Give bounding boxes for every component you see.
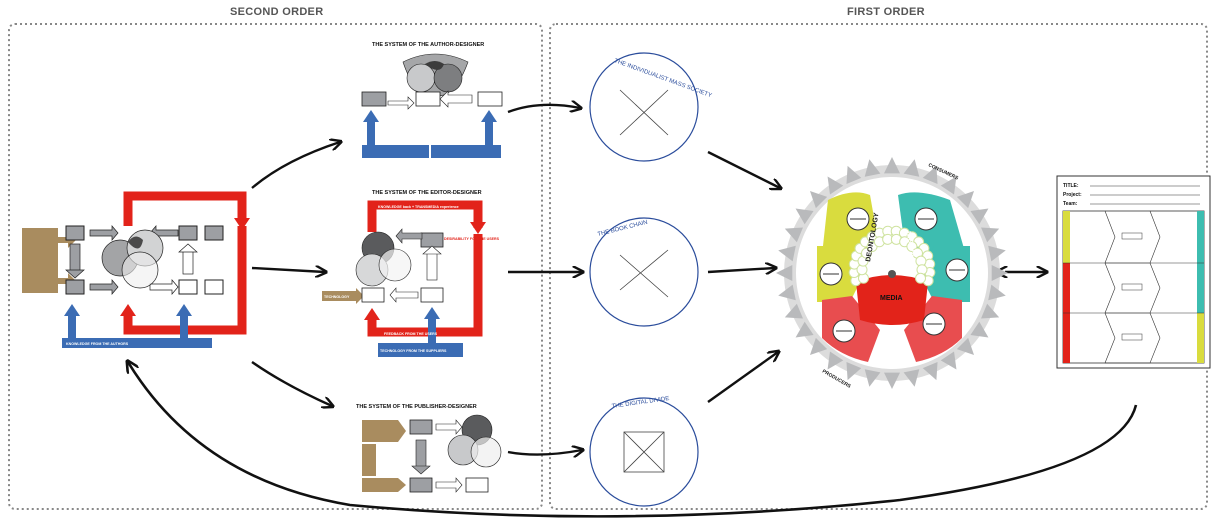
wheel-tooth — [988, 284, 1006, 301]
technology-label: TECHNOLOGY — [324, 295, 350, 299]
wheel-tooth — [846, 362, 862, 381]
form-team-label: Team: — [1063, 201, 1078, 207]
wheel-tooth — [809, 190, 828, 209]
wheel-tooth — [956, 190, 975, 209]
wheel-tooth — [922, 362, 938, 381]
second-order-heading: SECOND ORDER — [230, 6, 324, 18]
author-system-title: THE SYSTEM OF THE AUTHOR-DESIGNER — [372, 42, 485, 48]
first-order-arrows — [707, 150, 1046, 403]
wheel-tooth — [988, 245, 1006, 262]
wheel-tooth — [864, 159, 881, 177]
wheel-tooth — [940, 351, 957, 370]
wheel-tooth — [778, 245, 796, 262]
ecosystem-wheel — [776, 157, 1008, 389]
wheel-tooth — [784, 303, 803, 319]
return-arrow — [128, 362, 1138, 518]
main-system-diagram — [22, 191, 250, 348]
second-order-frame — [8, 23, 543, 510]
knowledge-back-label: KNOWLEDGE back + TRANSMEDIA experience — [378, 205, 459, 209]
form-project-label: Project: — [1063, 192, 1082, 198]
wheel-tooth — [981, 303, 1000, 319]
wheel-tooth — [956, 337, 975, 356]
feedback-label: FEEDBACK FROM THE USERS — [384, 332, 438, 336]
wheel-tooth — [827, 351, 844, 370]
wheel-tooth — [809, 337, 828, 356]
wheel-tooth — [864, 369, 881, 387]
media-label: MEDIA — [880, 295, 903, 302]
wheel-tooth — [776, 265, 793, 281]
wheel-tooth — [846, 165, 862, 184]
publisher-designer-diagram — [362, 414, 502, 493]
tech-suppliers-label: TECHNOLOGY FROM THE SUPPLIERS — [380, 349, 447, 353]
wheel-tooth — [940, 176, 957, 195]
wheel-tooth — [778, 284, 796, 301]
publisher-system-title: THE SYSTEM OF THE PUBLISHER-DESIGNER — [356, 404, 477, 410]
canvas-form — [1056, 175, 1211, 369]
wheel-tooth — [784, 227, 803, 243]
knowledge-authors-label: KNOWLEDGE FROM THE AUTHORS — [66, 342, 129, 346]
wheel-dot — [915, 272, 927, 284]
wheel-tooth — [970, 321, 989, 338]
circle-mass-society — [589, 52, 699, 162]
desirability-label: DESIRABILITY FOR THE USERS — [444, 237, 500, 241]
wheel-tooth — [795, 321, 814, 338]
wheel-tooth — [981, 227, 1000, 243]
wheel-tooth — [827, 176, 844, 195]
form-title-label: TITLE: — [1063, 183, 1079, 189]
wheel-tooth — [884, 157, 900, 174]
editor-system-title: THE SYSTEM OF THE EDITOR-DESIGNER — [372, 190, 482, 196]
wheel-tooth — [991, 265, 1008, 281]
circle-digital-divide — [589, 397, 699, 507]
wheel-tooth — [970, 208, 989, 225]
wheel-tooth — [922, 165, 938, 184]
circle-book-chain — [589, 217, 699, 327]
wheel-tooth — [903, 159, 920, 177]
second-order-arrows — [251, 105, 582, 455]
editor-designer-diagram — [322, 200, 486, 357]
wheel-tooth — [903, 369, 920, 387]
wheel-tooth — [795, 208, 814, 225]
first-order-heading: FIRST ORDER — [847, 6, 925, 18]
wheel-tooth — [884, 372, 900, 389]
author-designer-diagram — [361, 53, 503, 158]
